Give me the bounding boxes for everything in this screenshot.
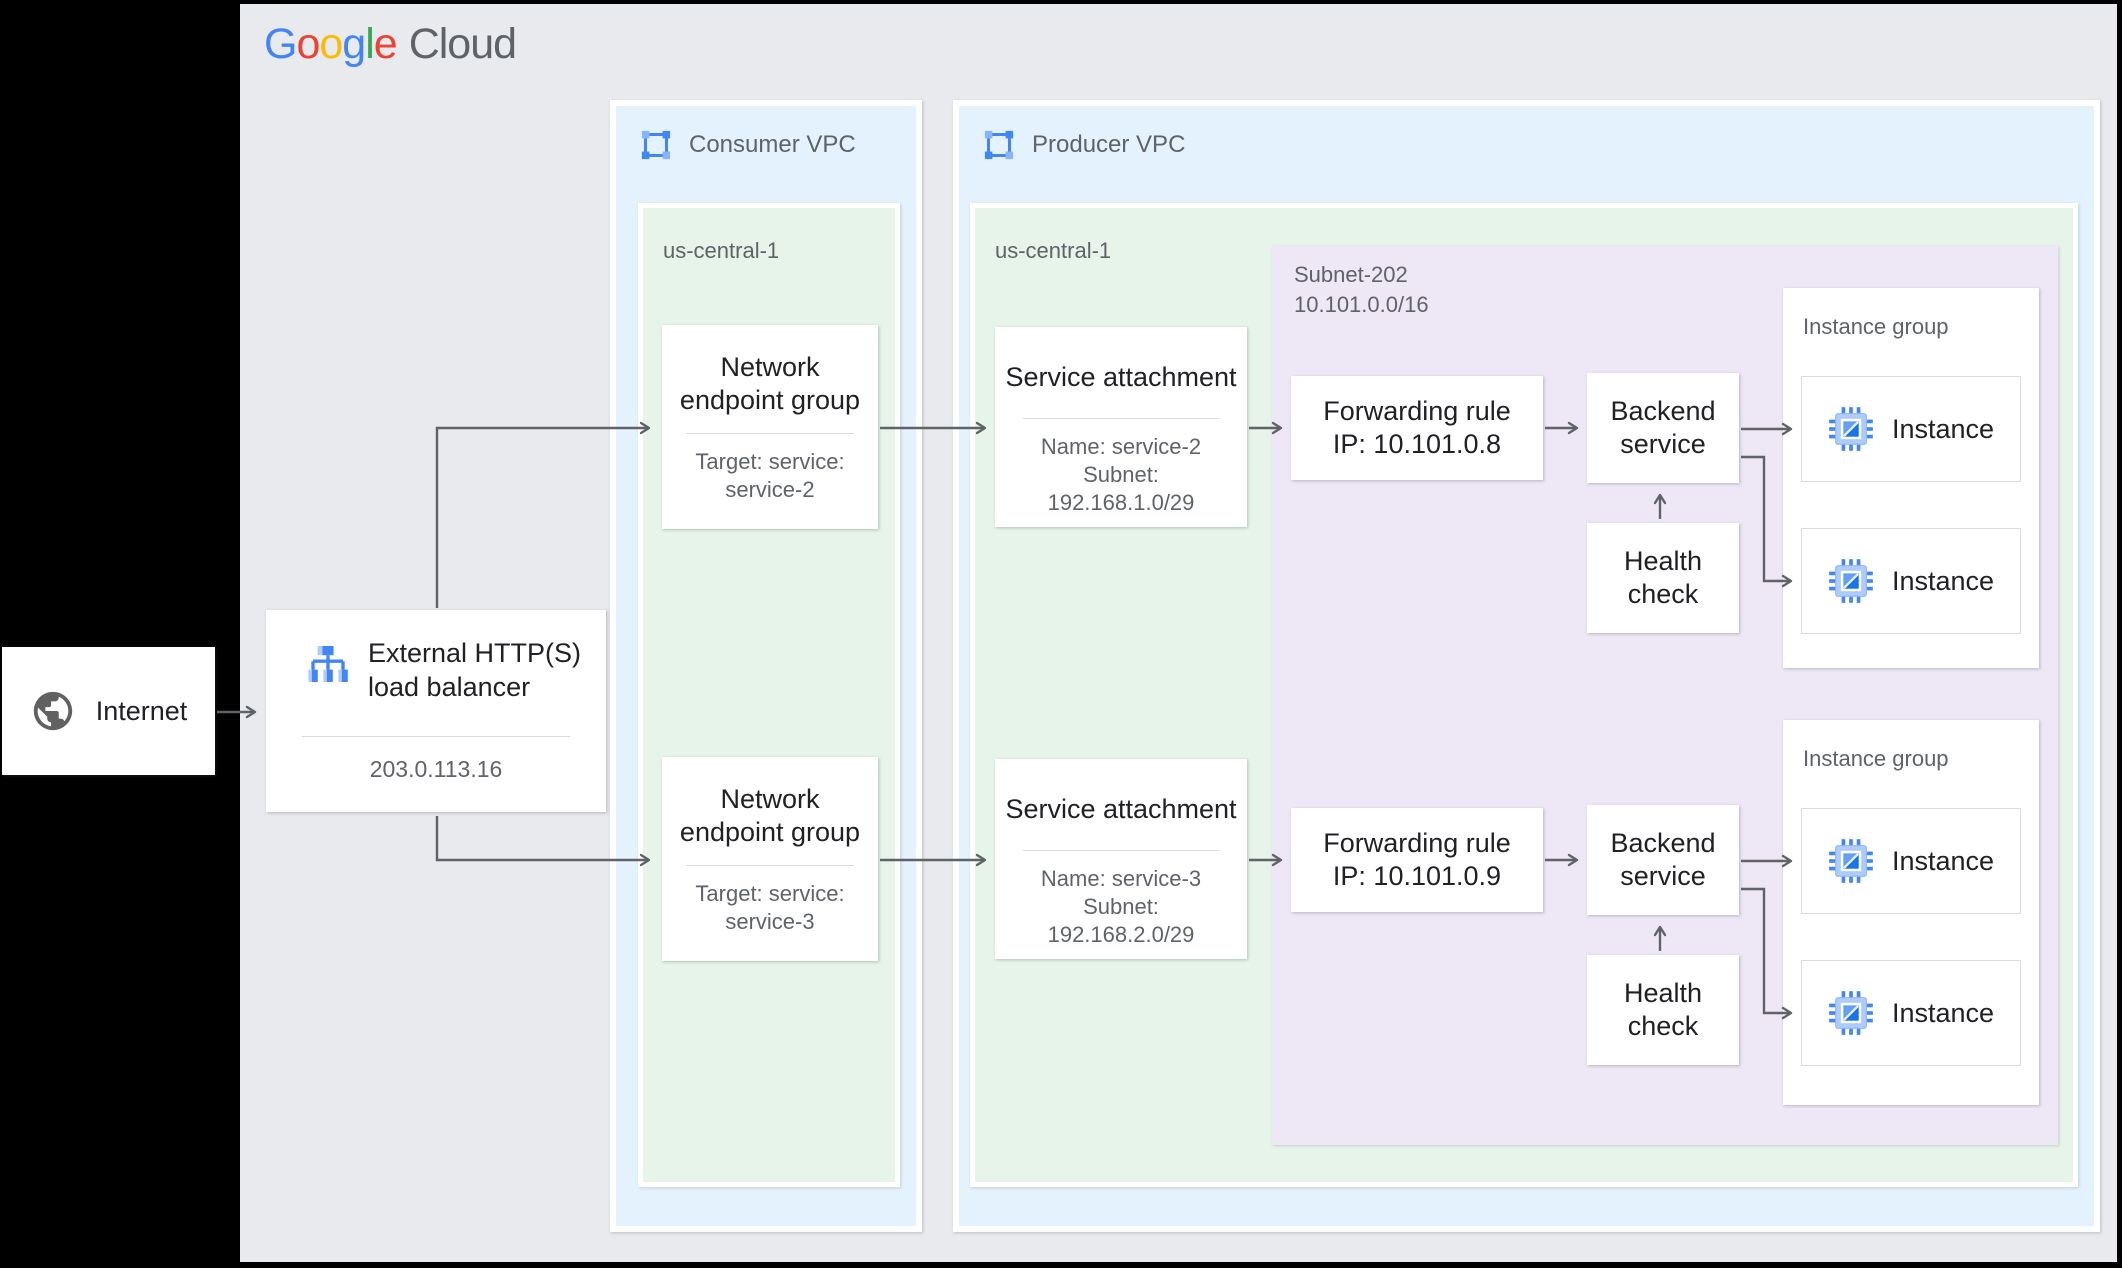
logo-letter: g — [342, 20, 366, 68]
consumer-region-label: us-central-1 — [663, 238, 780, 263]
neg-title: Network endpoint group — [679, 352, 861, 415]
logo-letter: G — [264, 20, 297, 68]
load-balancer-ip: 203.0.113.16 — [369, 756, 503, 782]
consumer-vpc-label: Consumer VPC — [689, 131, 856, 158]
load-balancer-title: External HTTP(S) load balancer — [368, 636, 581, 704]
forwarding-rule-node-2: Forwarding rule IP: 10.101.0.9 — [1291, 808, 1543, 912]
neg-target: Target: service: service-3 — [695, 881, 845, 934]
service-attachment-details: Name: service-2 Subnet: 192.168.1.0/29 — [1040, 434, 1202, 515]
service-attachment-node-2: Service attachment Name: service-3 Subne… — [995, 759, 1247, 959]
health-check-node-2: Health check — [1587, 955, 1739, 1065]
load-balancer-title-line1: External HTTP(S) — [368, 638, 582, 668]
neg-target: Target: service: service-2 — [695, 449, 845, 502]
subnet-cidr: 10.101.0.0/16 — [1294, 292, 1429, 317]
globe-icon — [30, 688, 76, 734]
divider — [1022, 418, 1220, 419]
instance-group-1: Instance group Instance Instance — [1783, 288, 2039, 668]
consumer-vpc-header: Consumer VPC — [638, 127, 856, 163]
instance-node: Instance — [1801, 528, 2021, 634]
compute-instance-icon — [1828, 838, 1874, 884]
network-endpoint-group-node-1: Network endpoint group Target: service: … — [662, 325, 878, 529]
logo-letter: l — [365, 20, 375, 68]
divider — [685, 865, 855, 866]
logo-cloud-text: Cloud — [408, 20, 517, 68]
subnet-name: Subnet-202 — [1294, 262, 1408, 287]
vpc-icon — [638, 127, 674, 163]
compute-instance-icon — [1828, 990, 1874, 1036]
internet-label: Internet — [95, 695, 188, 726]
compute-instance-icon — [1828, 558, 1874, 604]
service-attachment-details: Name: service-3 Subnet: 192.168.2.0/29 — [1040, 866, 1202, 947]
backend-service-node-2: Backend service — [1587, 805, 1739, 915]
backend-service-node-1: Backend service — [1587, 373, 1739, 483]
instance-node: Instance — [1801, 376, 2021, 482]
instance-node: Instance — [1801, 808, 2021, 914]
network-endpoint-group-node-2: Network endpoint group Target: service: … — [662, 757, 878, 961]
load-balancer-icon — [304, 643, 352, 691]
divider — [1022, 850, 1220, 851]
load-balancer-node: External HTTP(S) load balancer 203.0.113… — [266, 610, 606, 812]
neg-title: Network endpoint group — [679, 784, 861, 847]
forwarding-rule-node-1: Forwarding rule IP: 10.101.0.8 — [1291, 376, 1543, 480]
instance-group-label: Instance group — [1803, 314, 1949, 339]
internet-node: Internet — [2, 647, 215, 775]
compute-instance-icon — [1828, 406, 1874, 452]
service-attachment-title: Service attachment — [1005, 362, 1237, 392]
service-attachment-node-1: Service attachment Name: service-2 Subne… — [995, 327, 1247, 527]
vpc-icon — [981, 127, 1017, 163]
instance-group-2: Instance group Instance Instance — [1783, 720, 2039, 1105]
health-check-node-1: Health check — [1587, 523, 1739, 633]
instance-group-label: Instance group — [1803, 746, 1949, 771]
logo-letter: e — [373, 20, 398, 68]
service-attachment-title: Service attachment — [1005, 794, 1237, 824]
load-balancer-title-line2: load balancer — [368, 672, 531, 702]
subnet-label: Subnet-202 10.101.0.0/16 — [1294, 260, 1429, 320]
producer-vpc-header: Producer VPC — [981, 127, 1185, 163]
instance-node: Instance — [1801, 960, 2021, 1066]
logo-letter: o — [296, 20, 320, 68]
producer-vpc-label: Producer VPC — [1032, 131, 1186, 158]
producer-region-label: us-central-1 — [995, 238, 1112, 263]
divider — [685, 433, 855, 434]
logo-letter: o — [319, 20, 343, 68]
divider — [302, 736, 570, 737]
